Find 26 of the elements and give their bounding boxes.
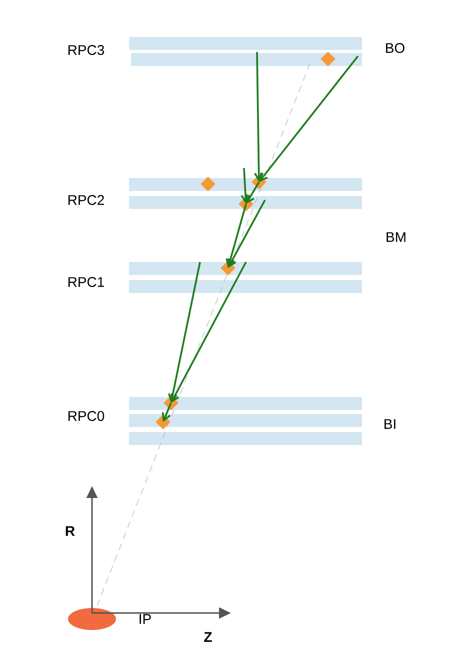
hit-marker (252, 174, 266, 190)
hit-marker (200, 176, 216, 192)
hit-marker (320, 52, 336, 66)
hit-marker (164, 396, 178, 410)
arrow (162, 402, 172, 422)
arrow (259, 55, 359, 182)
hit-marker (238, 196, 254, 212)
axis-label: Z (204, 632, 212, 642)
point-label: IP (140, 614, 151, 624)
chamber-label: RPC2 (68, 195, 104, 205)
chamber-label: RPC1 (68, 277, 104, 287)
arrow (228, 200, 266, 268)
station-label: BM (386, 232, 406, 242)
arrow (240, 168, 250, 204)
arrow (226, 204, 247, 268)
arrow (254, 52, 264, 182)
arrow (168, 262, 201, 403)
chamber-label: RPC3 (68, 45, 104, 55)
station-label: BI (384, 419, 396, 429)
hit-marker (156, 414, 170, 430)
arrow (170, 262, 247, 403)
arrow (246, 182, 260, 204)
axis-label: R (66, 526, 75, 536)
chamber-label: RPC0 (68, 411, 104, 421)
station-label: BO (386, 43, 404, 53)
hit-marker (220, 260, 236, 276)
